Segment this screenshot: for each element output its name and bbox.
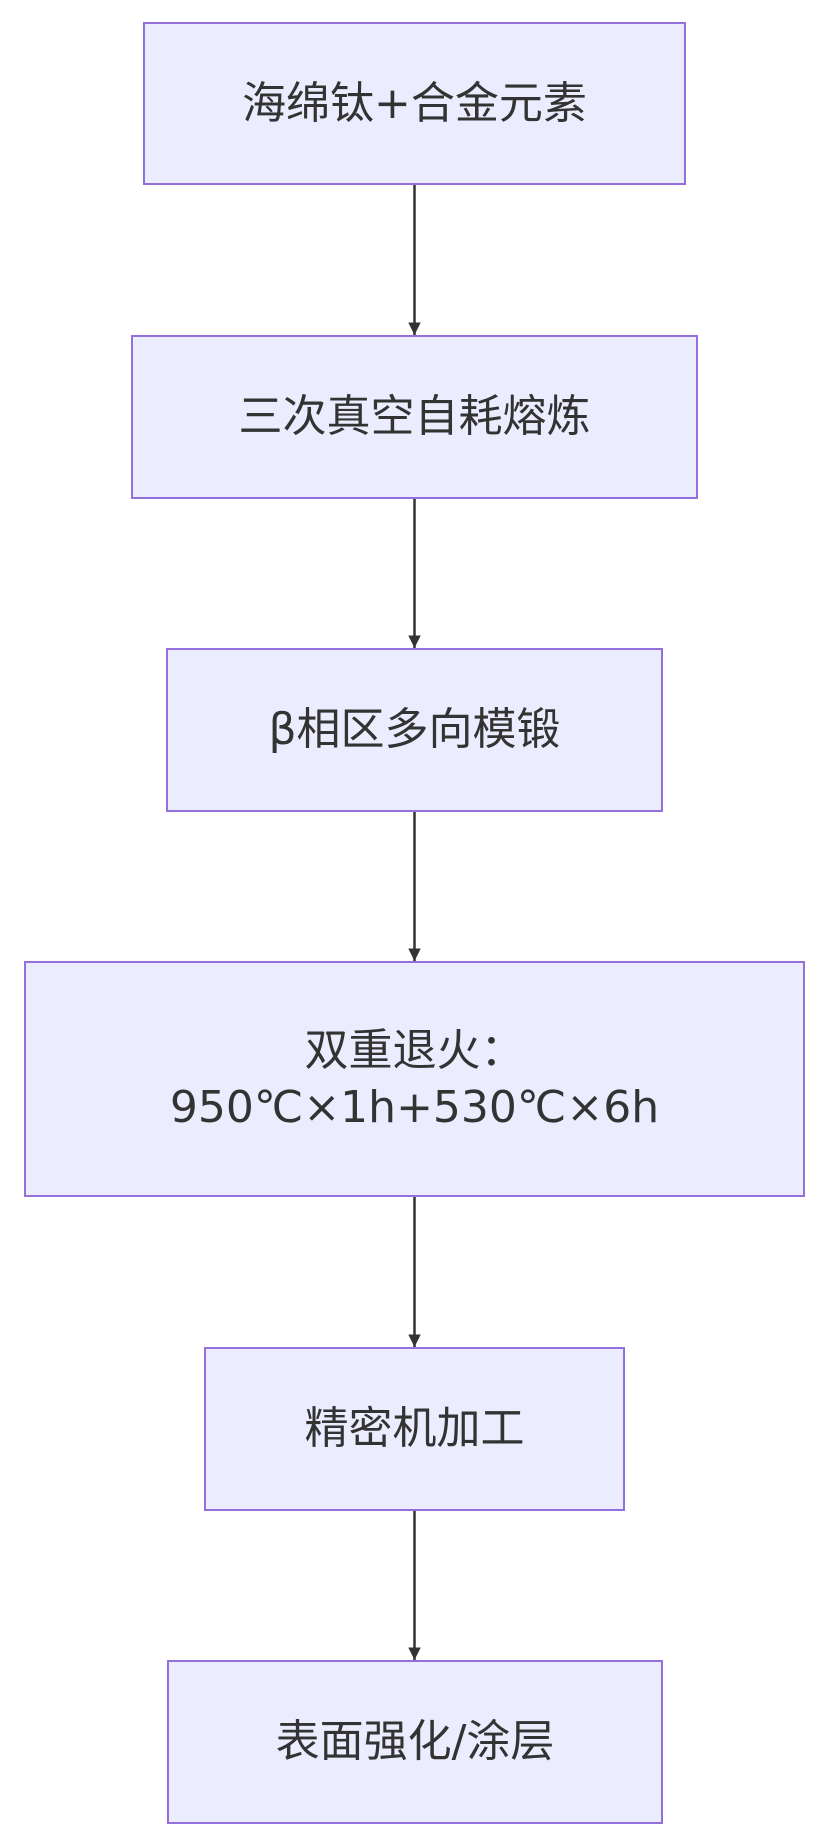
node-label-detail: 950℃×1h+530℃×6h [169, 1082, 660, 1133]
node-label: 表面强化/涂层 [275, 1716, 555, 1768]
node-label: 双重退火： [304, 1024, 525, 1076]
node-label: 三次真空自耗熔炼 [238, 391, 591, 443]
node-surface-strengthening-coating: 表面强化/涂层 [167, 1660, 663, 1824]
node-double-annealing: 双重退火： 950℃×1h+530℃×6h [24, 961, 805, 1197]
node-triple-vacuum-arc-remelting: 三次真空自耗熔炼 [131, 335, 698, 499]
node-beta-phase-multidirectional-forging: β相区多向模锻 [166, 648, 663, 812]
node-sponge-titanium-alloy-elements: 海绵钛+合金元素 [143, 22, 686, 185]
node-label: 精密机加工 [304, 1403, 525, 1455]
node-label: β相区多向模锻 [268, 704, 561, 756]
node-precision-machining: 精密机加工 [204, 1347, 625, 1511]
node-label: 海绵钛+合金元素 [242, 77, 587, 129]
